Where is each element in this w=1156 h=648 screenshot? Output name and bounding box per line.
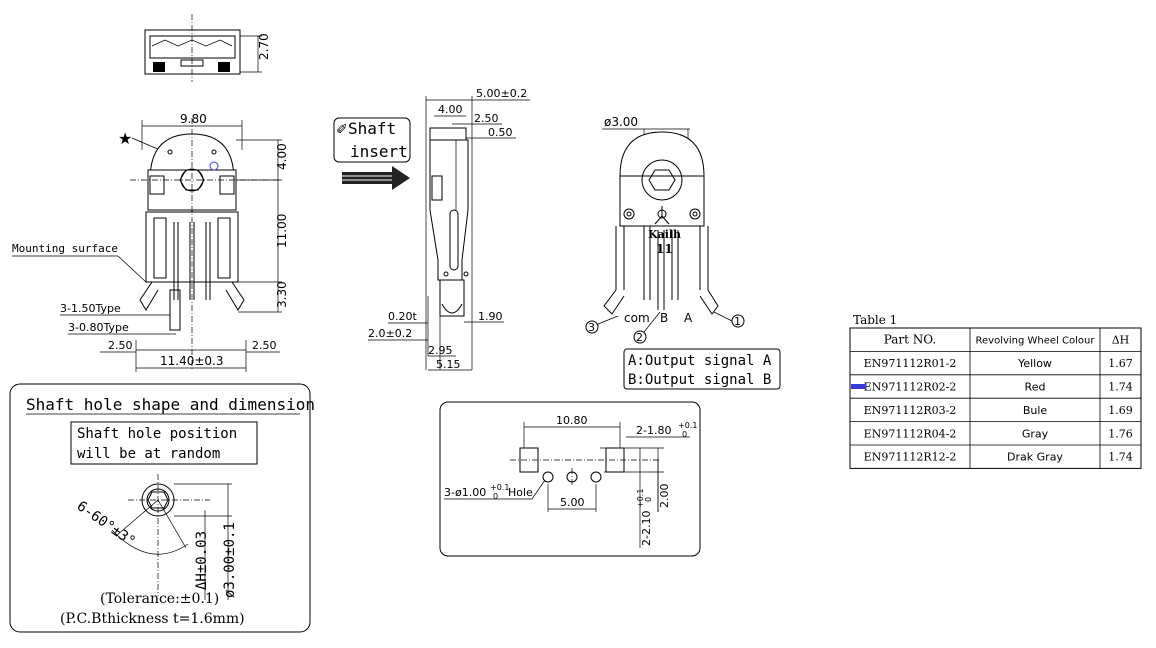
kailh-logo-icon	[654, 206, 670, 225]
pcb-slot-h-tol-plus: +0.1	[636, 489, 645, 508]
delta-h-cell: 1.69	[1108, 404, 1133, 417]
mounting-surface-label: Mounting surface	[12, 242, 118, 255]
part-number-cell: EN971112R02-2	[864, 381, 957, 394]
shaft-dim-dia: ø3.00±0.1	[222, 522, 238, 598]
pcb-slot-tol-minus: 0	[682, 430, 687, 439]
side-dim-2-0: 2.0±0.2	[368, 327, 412, 340]
pin-a-label: A	[684, 311, 693, 325]
front-dim-4: 4.00	[275, 143, 289, 170]
part-number-cell: EN971112R01-2	[864, 357, 957, 370]
shaft-dim-dh: ΔH±0.03	[194, 531, 210, 590]
star-mark: ★	[118, 129, 132, 148]
pcb-slot-h: 2-2.10	[640, 511, 653, 546]
front-dim-3-3: 3.30	[275, 281, 289, 308]
pin-com-label: com	[624, 311, 650, 325]
wheel-colour-cell: Red	[1025, 381, 1046, 394]
front-width-bottom: 11.40±0.3	[160, 354, 224, 368]
shaft-insert-line1: Shaft	[348, 119, 396, 138]
pcb-footprint: 10.80 2-1.80 +0.1 0 5.00 3-ø1.00 +0.1 0 …	[439, 401, 701, 557]
pcb-width: 10.80	[556, 414, 588, 427]
table-caption: Table 1	[853, 313, 897, 327]
table-header-cell: Revolving Wheel Colour	[976, 336, 1096, 347]
shaft-hole-box: Shaft hole shape and dimension Shaft hol…	[9, 383, 315, 633]
shaft-insert-icon: ✐	[336, 122, 348, 138]
delta-h-cell: 1.76	[1108, 427, 1133, 440]
rear-dia: ø3.00	[604, 115, 638, 129]
selected-row-marker-icon	[851, 384, 866, 389]
side-dim-0-2t: 0.20t	[388, 310, 417, 323]
delta-h-cell: 1.67	[1108, 357, 1133, 370]
callout-3: 3	[588, 321, 595, 334]
pcb-thickness: (P.C.Bthickness t=1.6mm)	[60, 611, 245, 627]
side-dim-0-5: 0.50	[488, 126, 513, 139]
part-table: Table 1 Part NO. Revolving Wheel Colour ΔH…	[849, 313, 1142, 469]
part-number-cell: EN971112R04-2	[864, 427, 957, 440]
rear-brand: Kailh	[648, 228, 681, 241]
insert-arrow-icon	[342, 166, 410, 190]
rear-view: ø3.00 Kailh 11 com B A 3 2	[585, 115, 745, 344]
pin-type-2: 3-0.80Type	[68, 321, 129, 334]
part-number-cell: EN971112R12-2	[864, 451, 957, 464]
side-dim-1-9: 1.90	[478, 310, 503, 323]
signals-box: A:Output signal A B:Output signal B	[623, 348, 781, 390]
table-header-cell: Part NO.	[884, 333, 937, 347]
shaft-note-line2: will be at random	[77, 446, 220, 462]
shaft-box-title: Shaft hole shape and dimension	[26, 395, 315, 414]
callout-2: 2	[636, 331, 643, 344]
side-dim-4: 4.00	[438, 103, 463, 116]
front-dim-11: 11.00	[275, 214, 289, 248]
top-height-dim: 2.70	[257, 33, 271, 60]
wheel-colour-cell: Bule	[1023, 404, 1048, 417]
shaft-insert: ✐ Shaft insert	[333, 117, 411, 190]
pcb-hole-spec-post: Hole	[508, 486, 533, 499]
front-edge-right: 2.50	[252, 339, 277, 352]
part-number-cell: EN971112R03-2	[864, 404, 957, 417]
shaft-note-line1: Shaft hole position	[77, 426, 237, 442]
callout-1: 1	[734, 315, 741, 328]
pcb-hole-spec-pre: 3-ø1.00	[444, 486, 486, 499]
pcb-slot-tol-plus: +0.1	[678, 421, 697, 430]
side-dim-5-15: 5.15	[436, 358, 461, 371]
signal-a: A:Output signal A	[628, 353, 772, 369]
pcb-pitch: 5.00	[560, 496, 585, 509]
wheel-colour-cell: Drak Gray	[1007, 451, 1063, 464]
pcb-hole-tol-minus: 0	[493, 492, 498, 501]
wheel-colour-cell: Gray	[1022, 427, 1049, 440]
side-dim-top: 5.00±0.2	[476, 87, 527, 100]
top-view: 2.70	[144, 14, 271, 82]
side-view: 5.00±0.2 4.00 2.50 0.50 0.20t 2.0±0.2 1.…	[368, 87, 530, 371]
front-view: 9.80 ★ 4.00 11.00 3.30 Moun	[12, 112, 289, 372]
pcb-slot-spec: 2-1.80	[636, 424, 671, 437]
pcb-height: 2.00	[658, 484, 671, 509]
side-dim-2-5: 2.50	[474, 112, 499, 125]
delta-h-cell: 1.74	[1108, 381, 1133, 394]
pcb-slot-h-tol-minus: 0	[644, 497, 653, 502]
table-header-cell: ΔH	[1112, 334, 1130, 347]
side-dim-2-95: 2.95	[428, 344, 453, 357]
pin-b-label: B	[660, 311, 668, 325]
signal-b: B:Output signal B	[628, 372, 771, 388]
wheel-colour-cell: Yellow	[1017, 357, 1052, 370]
front-width-top: 9.80	[180, 112, 207, 126]
shaft-tolerance: (Tolerance:±0.1)	[100, 591, 219, 607]
pcb-hole-tol-plus: +0.1	[490, 483, 509, 492]
shaft-insert-line2: insert	[350, 142, 408, 161]
front-edge-left: 2.50	[108, 339, 133, 352]
delta-h-cell: 1.74	[1108, 451, 1133, 464]
pin-type-1: 3-1.50Type	[60, 302, 121, 315]
